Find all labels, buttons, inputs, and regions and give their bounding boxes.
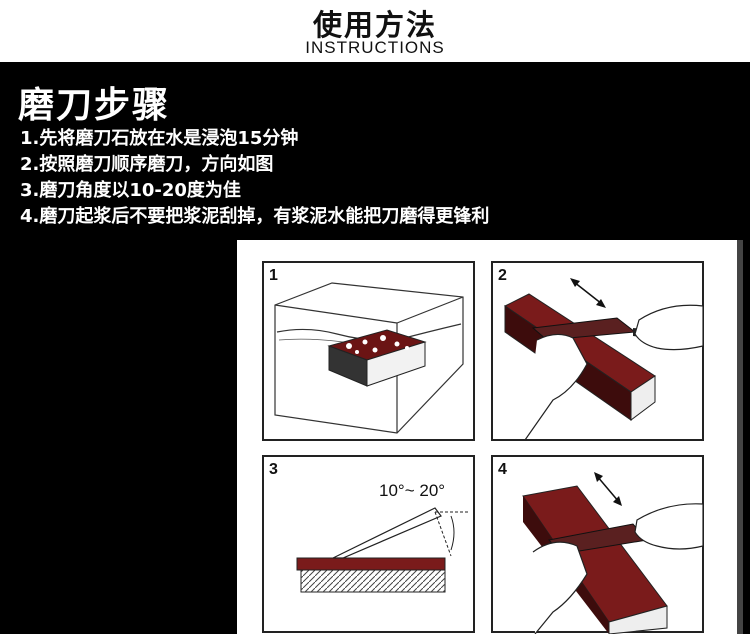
diagram-1: 1 <box>262 261 475 441</box>
right-hand-4 <box>634 503 704 550</box>
step-item-4: 4.磨刀起浆后不要把浆泥刮掉，有浆泥水能把刀磨得更锋利 <box>20 206 490 227</box>
diagram-3-number: 3 <box>269 461 278 478</box>
diagram-2: 2 <box>491 261 704 441</box>
steps-list: 1.先将磨刀石放在水是浸泡15分钟 2.按照磨刀顺序磨刀，方向如图 3.磨刀角度… <box>20 126 489 230</box>
whetstone-3 <box>296 557 446 571</box>
blade-3 <box>332 507 442 559</box>
diagram-1-number: 1 <box>269 267 278 284</box>
header-subtitle: INSTRUCTIONS <box>305 38 445 57</box>
angle-label: 10°~ 20° <box>379 481 445 500</box>
direction-arrow-2 <box>573 281 603 305</box>
right-hand-2 <box>634 304 704 351</box>
step-item-1: 1.先将磨刀石放在水是浸泡15分钟 <box>20 128 299 149</box>
direction-arrow-4 <box>596 475 620 503</box>
header-banner: 使用方法 INSTRUCTIONS <box>0 0 750 62</box>
step-item-2: 2.按照磨刀顺序磨刀，方向如图 <box>20 154 274 175</box>
left-hand-2 <box>524 333 588 441</box>
diagram-3: 3 10°~ 20° <box>262 455 475 633</box>
illustration-svg: 1 2 <box>262 261 704 634</box>
header-title: 使用方法 <box>312 8 437 42</box>
left-hand-4 <box>532 541 588 634</box>
illustration-panel: 1 2 <box>237 240 743 634</box>
tank-outline <box>274 282 464 434</box>
section-title: 磨刀步骤 <box>18 85 171 126</box>
diagram-2-number: 2 <box>498 267 507 284</box>
step-item-3: 3.磨刀角度以10-20度为佳 <box>20 180 241 201</box>
diagram-4: 4 <box>491 455 704 634</box>
diagram-4-number: 4 <box>498 461 507 478</box>
